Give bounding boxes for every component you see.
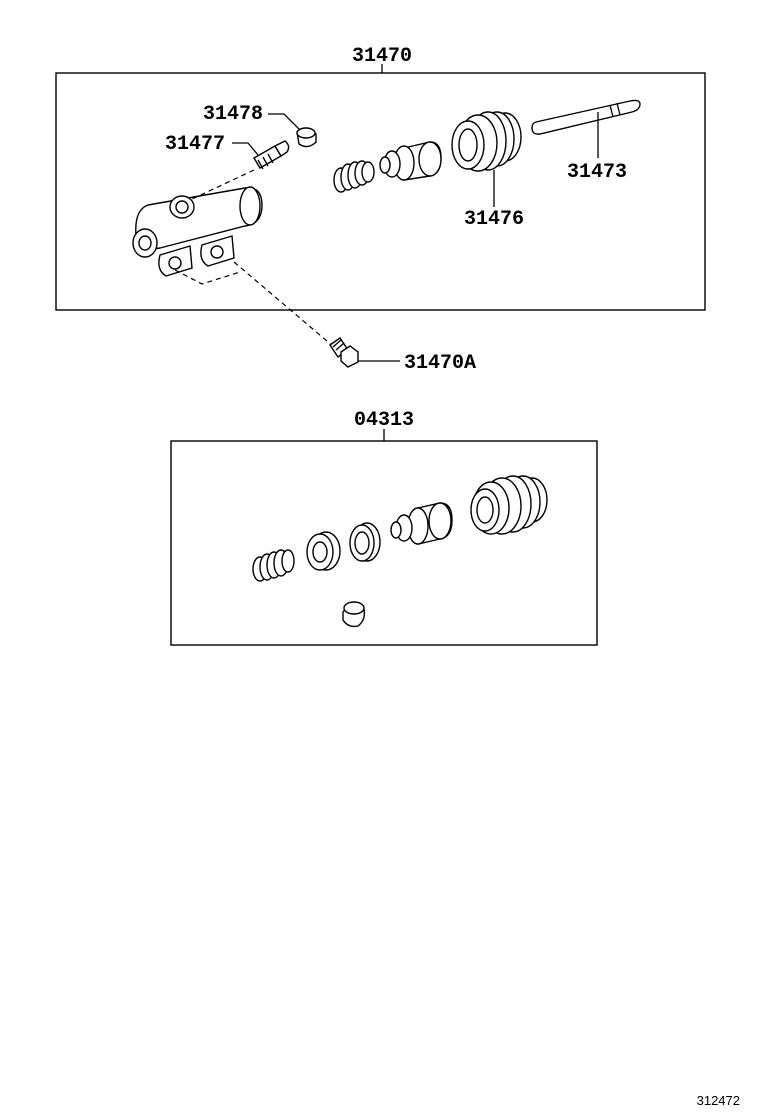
mounting-bolt — [233, 261, 359, 368]
kit-piston — [390, 502, 453, 545]
slave-cylinder-body — [132, 186, 263, 285]
leader-31478 — [268, 113, 301, 131]
kit-spring — [252, 549, 295, 582]
assembly-31470: 31470 31478 — [55, 45, 706, 311]
frame-04313 — [170, 440, 598, 646]
label-31470: 31470 — [352, 45, 412, 68]
label-31478: 31478 — [203, 103, 263, 126]
kit-plug — [342, 601, 366, 628]
bleeder-plug — [296, 127, 317, 148]
push-rod — [531, 99, 641, 135]
frame-31470 — [55, 72, 706, 311]
piston — [379, 141, 442, 181]
kit-cup-seal — [306, 531, 341, 571]
kit-boot — [470, 475, 548, 535]
diagram-number: 312472 — [697, 1093, 740, 1108]
leader-31477 — [232, 142, 259, 156]
dash-bleeder — [189, 169, 255, 201]
return-spring — [333, 160, 375, 193]
bleeder-screw — [253, 140, 290, 170]
assembly-04313: 04313 — [170, 409, 598, 646]
dust-boot — [451, 111, 522, 172]
label-31473: 31473 — [567, 161, 627, 184]
label-31470A: 31470A — [404, 352, 476, 375]
kit-ring-seal — [349, 522, 381, 562]
label-31476: 31476 — [464, 208, 524, 231]
label-04313: 04313 — [354, 409, 414, 432]
label-31477: 31477 — [165, 133, 225, 156]
